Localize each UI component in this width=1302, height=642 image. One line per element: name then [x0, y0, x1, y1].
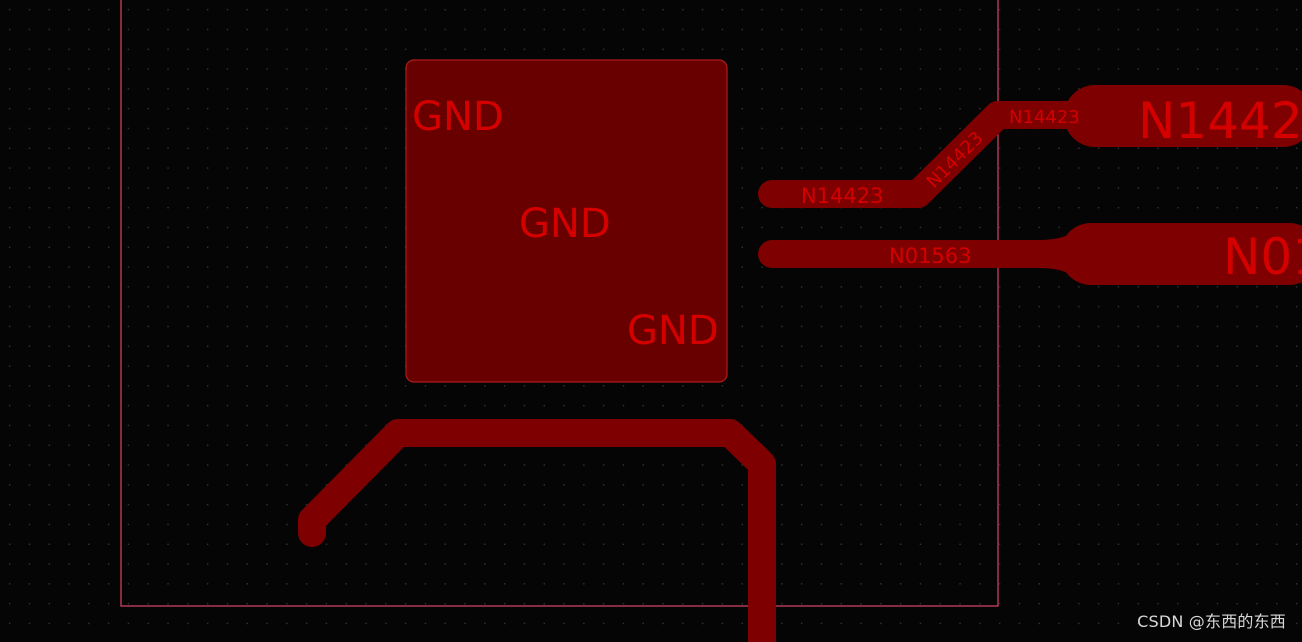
trace-n01563-wide-segment[interactable] [1060, 223, 1302, 285]
gnd-pad-label-bottom: GND [627, 308, 719, 354]
trace-n14423-label-right-large: N14423 [1138, 92, 1302, 150]
trace-n01563-label-left: N01563 [889, 244, 972, 268]
trace-n14423-wide-segment[interactable] [1064, 85, 1302, 147]
gnd-pad[interactable] [405, 59, 728, 383]
gnd-pad-label-center: GND [519, 201, 611, 247]
trace-n14423-label-left: N14423 [801, 184, 884, 208]
trace-n14423[interactable] [758, 101, 1114, 208]
trace-bottom-route[interactable] [298, 419, 776, 642]
gnd-pad-label-top: GND [412, 94, 504, 140]
trace-n01563-label-right-large: N01563 [1223, 228, 1302, 286]
board-outline[interactable] [120, 0, 999, 607]
watermark: CSDN @东西的东西 [1137, 612, 1286, 631]
trace-n14423-label-right-small: N14423 [1009, 107, 1080, 128]
